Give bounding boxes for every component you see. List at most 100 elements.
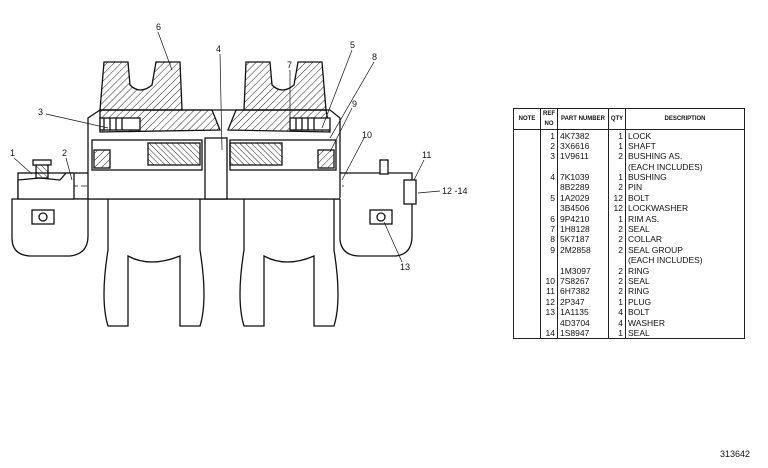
note-cell [513,171,541,183]
part-number-cell [557,161,609,172]
ref-cell: 2 [540,140,558,152]
description-cell: (EACH INCLUDES) [625,255,745,266]
note-cell [513,182,541,193]
part-number-cell: 4K7382 [557,129,609,141]
ref-cell: 10 [540,275,558,287]
callout-6: 6 [156,22,161,32]
ref-cell: 11 [540,286,558,297]
ref-cell [540,182,558,193]
note-cell [513,327,541,340]
note-cell [513,140,541,152]
ref-cell: 3 [540,151,558,162]
ref-cell: 7 [540,223,558,235]
header-description: DESCRIPTION [625,107,745,131]
callout-9: 9 [352,99,357,109]
description-cell: BOLT [625,307,745,318]
table-header-row: NOTE REF NO PART NUMBER QTY DESCRIPTION [513,107,745,131]
ref-cell: 5 [540,192,558,204]
callout-7: 7 [287,60,292,70]
qty-cell: 2 [608,151,626,162]
callout-10: 10 [362,130,372,140]
ref-cell: 9 [540,244,558,256]
part-number-cell: 1V9611 [557,151,609,162]
table-row: (EACH INCLUDES) [513,161,745,172]
ref-cell: 14 [540,327,558,340]
qty-cell: 2 [608,265,626,276]
note-cell [513,129,541,141]
part-number-cell: 1M3097 [557,265,609,276]
part-number-cell: 1A1135 [557,307,609,318]
qty-cell: 2 [608,244,626,256]
qty-cell: 1 [608,140,626,152]
description-cell: SEAL [625,327,745,340]
part-number-cell: 1H8128 [557,223,609,235]
callout-13: 13 [400,262,410,272]
part-number-cell: 3B4506 [557,203,609,214]
note-cell [513,286,541,297]
qty-cell: 2 [608,223,626,235]
description-cell: WASHER [625,317,745,328]
part-number-cell: 5K7187 [557,234,609,245]
callout-12-14: 12 -14 [442,186,468,196]
part-number-cell: 2P347 [557,296,609,308]
description-cell: SEAL [625,223,745,235]
note-cell [513,151,541,162]
part-number-cell: 8B2289 [557,182,609,193]
document-number: 313642 [720,449,751,459]
header-ref-no: REF NO [540,107,558,131]
qty-cell: 4 [608,307,626,318]
ref-cell: 13 [540,307,558,318]
ref-cell [540,255,558,266]
wheel-left [103,199,205,327]
description-cell: SEAL [625,275,745,287]
qty-cell: 12 [608,203,626,214]
ref-cell [540,161,558,172]
note-cell [513,317,541,328]
part-number-cell: 1A2029 [557,192,609,204]
ref-cell [540,203,558,214]
table-row: (EACH INCLUDES) [513,255,745,266]
callout-3: 3 [38,107,43,117]
description-cell: BOLT [625,192,745,204]
qty-cell: 1 [608,171,626,183]
note-cell [513,234,541,245]
part-number-cell: 7S8267 [557,275,609,287]
ref-cell: 8 [540,234,558,245]
qty-cell: 2 [608,234,626,245]
plug [403,179,417,205]
ref-cell [540,317,558,328]
wheel-right [239,199,339,327]
description-cell: PLUG [625,296,745,308]
part-number-cell: 6H7382 [557,286,609,297]
qty-cell [608,255,626,266]
description-cell: COLLAR [625,234,745,245]
description-cell: BUSHING AS. [625,151,745,162]
idler-cross-section-diagram: 1 2 3 4 5 6 7 8 9 10 11 12 -14 13 [10,22,468,327]
ref-cell: 1 [540,129,558,141]
description-cell: LOCKWASHER [625,203,745,214]
qty-cell: 12 [608,192,626,204]
seal-left [93,149,111,169]
qty-cell: 2 [608,182,626,193]
header-qty: QTY [608,107,626,131]
qty-cell: 1 [608,213,626,224]
part-number-cell: 4D3704 [557,317,609,328]
qty-cell: 4 [608,317,626,328]
note-cell [513,192,541,204]
part-number-cell: 9P4210 [557,213,609,224]
callout-2: 2 [62,148,67,158]
note-cell [513,213,541,224]
description-cell: SHAFT [625,140,745,152]
callout-11: 11 [422,150,431,160]
